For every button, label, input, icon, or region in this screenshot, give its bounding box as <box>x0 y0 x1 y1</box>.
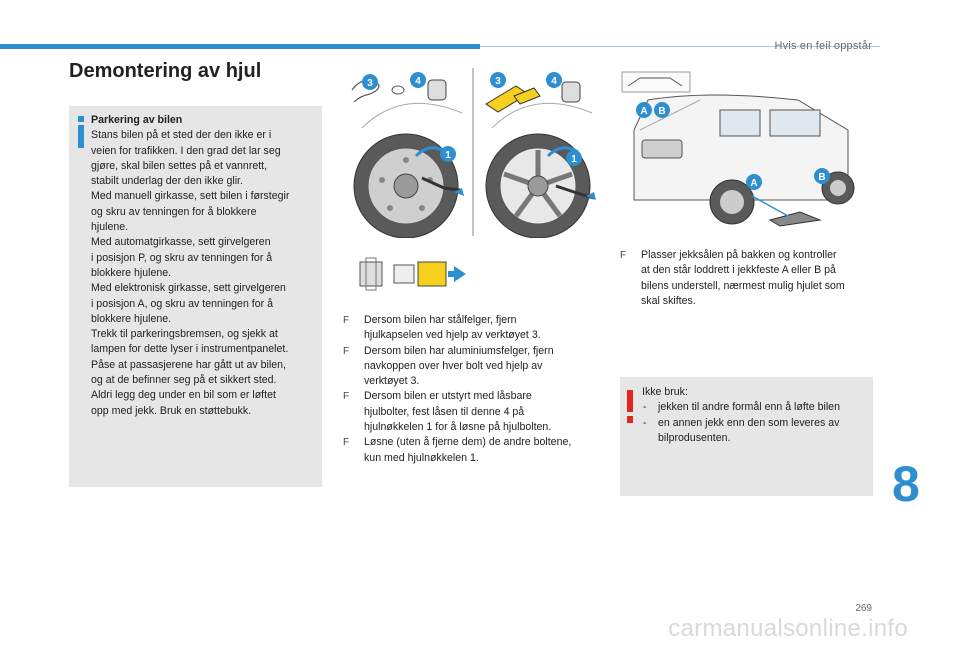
svg-text:A: A <box>640 106 647 117</box>
step-item: F Dersom bilen er utstyrt med låsbare hjul… <box>343 389 605 435</box>
step-line: Dersom bilen har aluminiumsfelger, fjern <box>364 344 554 357</box>
section-title: Hvis en feil oppstår <box>774 40 872 52</box>
chapter-number: 8 <box>892 456 920 512</box>
jack-step-line: bilens understell, nærmest mulig hjulet … <box>641 279 845 292</box>
step-line: Løsne (uten å fjerne dem) de andre bolte… <box>364 436 572 449</box>
callout-4-left: 4 <box>410 72 426 88</box>
car-callout-b-side: B <box>814 168 830 184</box>
svg-text:3: 3 <box>367 78 373 89</box>
jack-step: F Plasser jekksålen på bakken og kontrol… <box>620 248 878 309</box>
page-number: 269 <box>855 603 872 614</box>
svg-text:4: 4 <box>551 76 557 87</box>
step-line: hjulkapselen ved hjelp av verktøyet 3. <box>364 329 541 342</box>
info-line: opp med jekk. Bruk en støttebukk. <box>91 404 252 417</box>
info-text: Parkering av bilen Stans bilen på et ste… <box>91 113 318 419</box>
warning-list: -jekken til andre formål enn å løfte bil… <box>642 400 869 446</box>
callout-3-right: 3 <box>490 72 506 88</box>
svg-text:B: B <box>818 172 825 183</box>
warning-item: -en annen jekk enn den som leveres av bil… <box>642 416 869 447</box>
step-line: kun med hjulnøkkelen 1. <box>364 451 479 464</box>
step-line: Dersom bilen er utstyrt med låsbare <box>364 390 532 403</box>
wheel-removal-illustration: 3 4 1 3 4 1 <box>351 68 596 238</box>
callout-4-right: 4 <box>546 72 562 88</box>
svg-text:1: 1 <box>571 154 577 165</box>
info-line: stabilt underlag der den ikke glir. <box>91 175 243 188</box>
header-accent-bar <box>0 44 480 49</box>
info-line: Trekk til parkeringsbremsen, og sjekk at <box>91 328 278 341</box>
wheel-removal-steps: F Dersom bilen har stålfelger, fjern hjulk… <box>343 313 605 466</box>
warning-dash: - <box>643 401 647 414</box>
van-jacking-points-illustration: A B A B <box>621 71 855 227</box>
info-box: Parkering av bilen Stans bilen på et ste… <box>69 106 322 487</box>
info-line: Med automatgirkasse, sett girvelgeren <box>91 236 271 249</box>
warning-item-line: bilprodusenten. <box>658 431 731 444</box>
step-item: F Dersom bilen har aluminiumsfelger, fjer… <box>343 344 605 390</box>
step-line: hjulbolter, fest låsen til denne 4 på <box>364 405 525 418</box>
svg-text:1: 1 <box>445 150 451 161</box>
info-line: hjulene. <box>91 221 129 234</box>
callout-1-right: 1 <box>566 150 582 166</box>
alloy-wheel-panel <box>485 81 596 238</box>
info-line: Påse at passasjerene har gått ut av bile… <box>91 358 286 371</box>
info-line: gjøre, skal bilen settes på et vannrett, <box>91 159 268 172</box>
steel-wheel-panel <box>351 79 464 238</box>
warning-icon <box>627 390 633 423</box>
lock-bolt-adapter-illustration <box>359 257 466 291</box>
step-bullet: F <box>343 437 350 449</box>
callout-1-left: 1 <box>440 146 456 162</box>
svg-text:A: A <box>750 178 757 189</box>
warning-dash: - <box>643 416 647 429</box>
step-line: navkoppen over hver bolt ved hjelp av <box>364 359 543 372</box>
svg-text:4: 4 <box>415 76 421 87</box>
info-body: Stans bilen på et sted der den ikke er i… <box>91 128 318 419</box>
info-line: Aldri legg deg under en bil som er løfte… <box>91 389 276 402</box>
warning-item: -jekken til andre formål enn å løfte bil… <box>642 400 869 415</box>
jack-step-text: Plasser jekksålen på bakken og kontrolle… <box>641 248 878 309</box>
warning-box: Ikke bruk: -jekken til andre formål enn … <box>620 377 873 496</box>
info-line: og skru av tenningen for å blokkere <box>91 205 257 218</box>
car-callout-a-side: A <box>746 174 762 190</box>
watermark: carmanualsonline.info <box>668 615 908 642</box>
info-line: Med manuell girkasse, sett bilen i først… <box>91 190 290 203</box>
jack-step-line: Plasser jekksålen på bakken og kontrolle… <box>641 249 837 261</box>
step-bullet: F <box>620 250 627 261</box>
header-rule <box>480 46 880 47</box>
info-line: Stans bilen på et sted der den ikke er i <box>91 129 272 142</box>
jack-step-line: at den står loddrett i jekkfeste A eller… <box>641 264 836 277</box>
step-line: hjulnøkkelen 1 for å løsne på hjulbolten… <box>364 421 552 434</box>
info-line: lampen for dette lyser i instrumentpanel… <box>91 343 289 356</box>
step-line: Dersom bilen har stålfelger, fjern <box>364 314 517 326</box>
info-line: og at de befinner seg på et sikkert sted… <box>91 374 277 387</box>
callout-3-left: 3 <box>362 74 378 90</box>
warning-item-line: en annen jekk enn den som leveres av <box>658 416 840 429</box>
step-bullet: F <box>343 391 350 403</box>
warning-heading: Ikke bruk: <box>642 386 688 398</box>
info-line: blokkere hjulene. <box>91 266 172 279</box>
jack-step-line: skal skiftes. <box>641 294 696 307</box>
warning-text: Ikke bruk: -jekken til andre formål enn … <box>642 385 869 446</box>
page-title: Demontering av hjul <box>69 60 262 82</box>
jack-step-item: F Plasser jekksålen på bakken og kontrol… <box>620 248 878 309</box>
info-line: i posisjon A, og skru av tenningen for å <box>91 297 273 310</box>
warning-item-line: jekken til andre formål enn å løfte bile… <box>658 401 840 414</box>
step-item: F Løsne (uten å fjerne dem) de andre bolt… <box>343 435 605 466</box>
step-item: F Dersom bilen har stålfelger, fjern hjulk… <box>343 313 605 344</box>
info-line: i posisjon P, og skru av tenningen for å <box>91 251 273 264</box>
info-line: Med elektronisk girkasse, sett girvelger… <box>91 282 286 295</box>
step-bullet: F <box>343 315 350 326</box>
info-line: blokkere hjulene. <box>91 312 172 325</box>
svg-text:B: B <box>658 106 665 117</box>
info-icon <box>78 116 84 148</box>
step-bullet: F <box>343 345 350 357</box>
car-callout-b-top: B <box>654 102 670 118</box>
info-heading: Parkering av bilen <box>91 114 183 126</box>
svg-text:3: 3 <box>495 76 501 87</box>
car-callout-a-top: A <box>636 102 652 118</box>
info-line: veien for trafikken. I den grad det lar … <box>91 144 281 157</box>
step-line: verktøyet 3. <box>364 375 420 388</box>
